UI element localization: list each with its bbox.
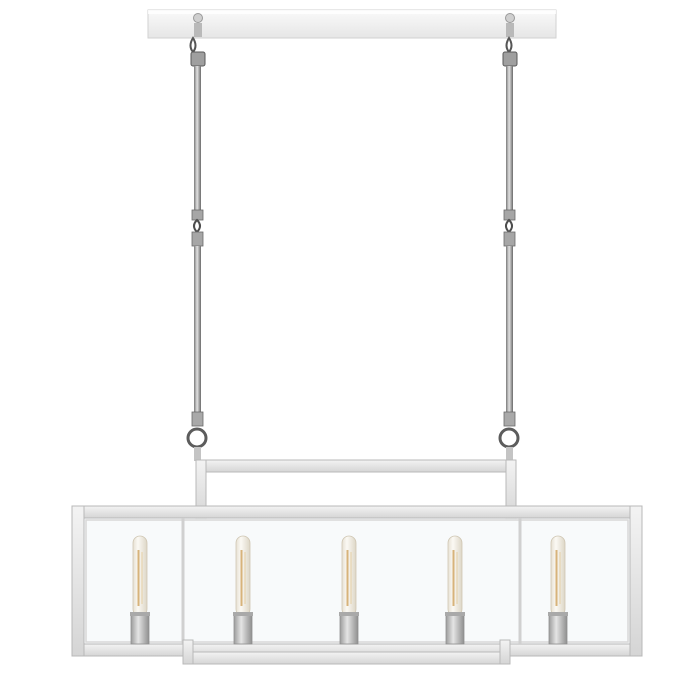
edison-bulb <box>548 535 568 645</box>
upper-offset-frame <box>195 459 517 521</box>
bulb-row <box>130 535 568 645</box>
lower-offset-frame <box>182 639 511 665</box>
ceiling-canopy <box>147 9 557 39</box>
right-suspension-rod <box>498 23 520 461</box>
edison-bulb <box>130 535 150 645</box>
edison-bulb <box>233 535 253 645</box>
edison-bulb <box>339 535 359 645</box>
left-suspension-rod <box>186 23 208 461</box>
edison-bulb <box>445 535 465 645</box>
